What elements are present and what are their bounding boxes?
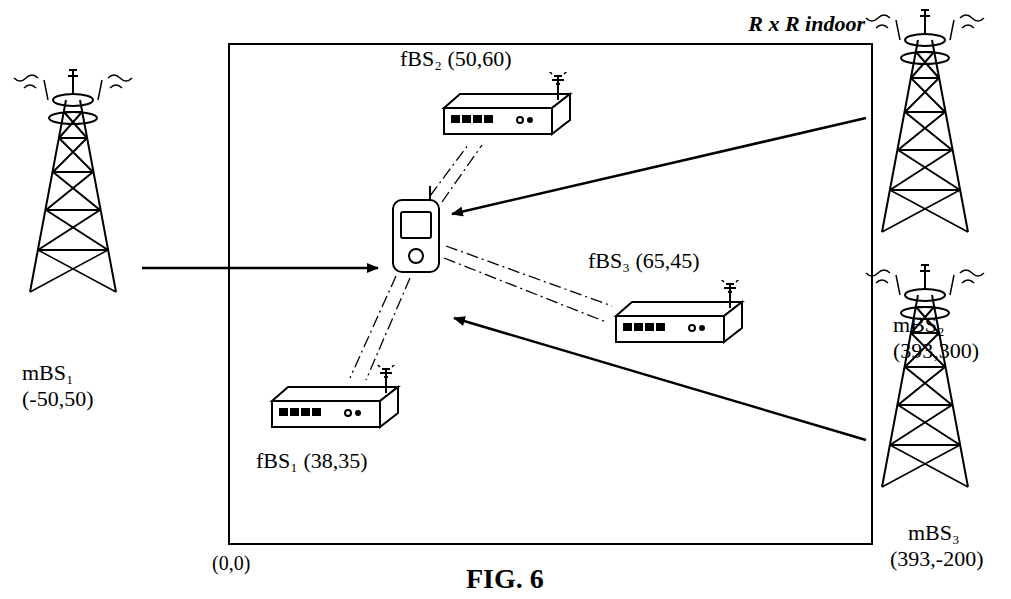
indoor-region: R x R indoorfBS₂ (50,60)fBS₃ (65,45)fBS₁… [228, 43, 873, 545]
macro-tower [866, 265, 984, 487]
macro-station: mBS₁(-50,50) [22, 360, 93, 413]
origin-label: (0,0) [212, 552, 250, 575]
macro-station: mBS₃(393,-200) [890, 520, 983, 573]
station-label: mBS₁ [22, 360, 93, 386]
mobile-phone [393, 186, 439, 272]
femto-router [272, 361, 398, 427]
femto-router [616, 276, 742, 342]
figure-caption: FIG. 6 [466, 563, 544, 595]
station-label: (393,300) [893, 338, 979, 364]
macro-tower [14, 70, 132, 292]
macro-station: mBS₂(393,300) [893, 312, 979, 365]
station-label: fBS₂ (50,60) [400, 46, 512, 72]
region-label: R x R indoor [748, 11, 865, 37]
macro-signal-arrow [142, 118, 866, 440]
station-label: (-50,50) [22, 386, 93, 412]
station-label: mBS₃ [890, 520, 983, 546]
macro-tower [866, 10, 984, 232]
station-label: fBS₃ (65,45) [588, 248, 700, 274]
femto-station: fBS₂ (50,60) [400, 46, 512, 72]
femto-station: fBS₃ (65,45) [588, 248, 700, 274]
station-label: fBS₁ (38,35) [256, 448, 368, 474]
station-label: mBS₂ [893, 312, 979, 338]
femto-router [444, 68, 570, 134]
station-label: (393,-200) [890, 546, 983, 572]
femto-link [350, 145, 612, 380]
femto-station: fBS₁ (38,35) [256, 448, 368, 474]
